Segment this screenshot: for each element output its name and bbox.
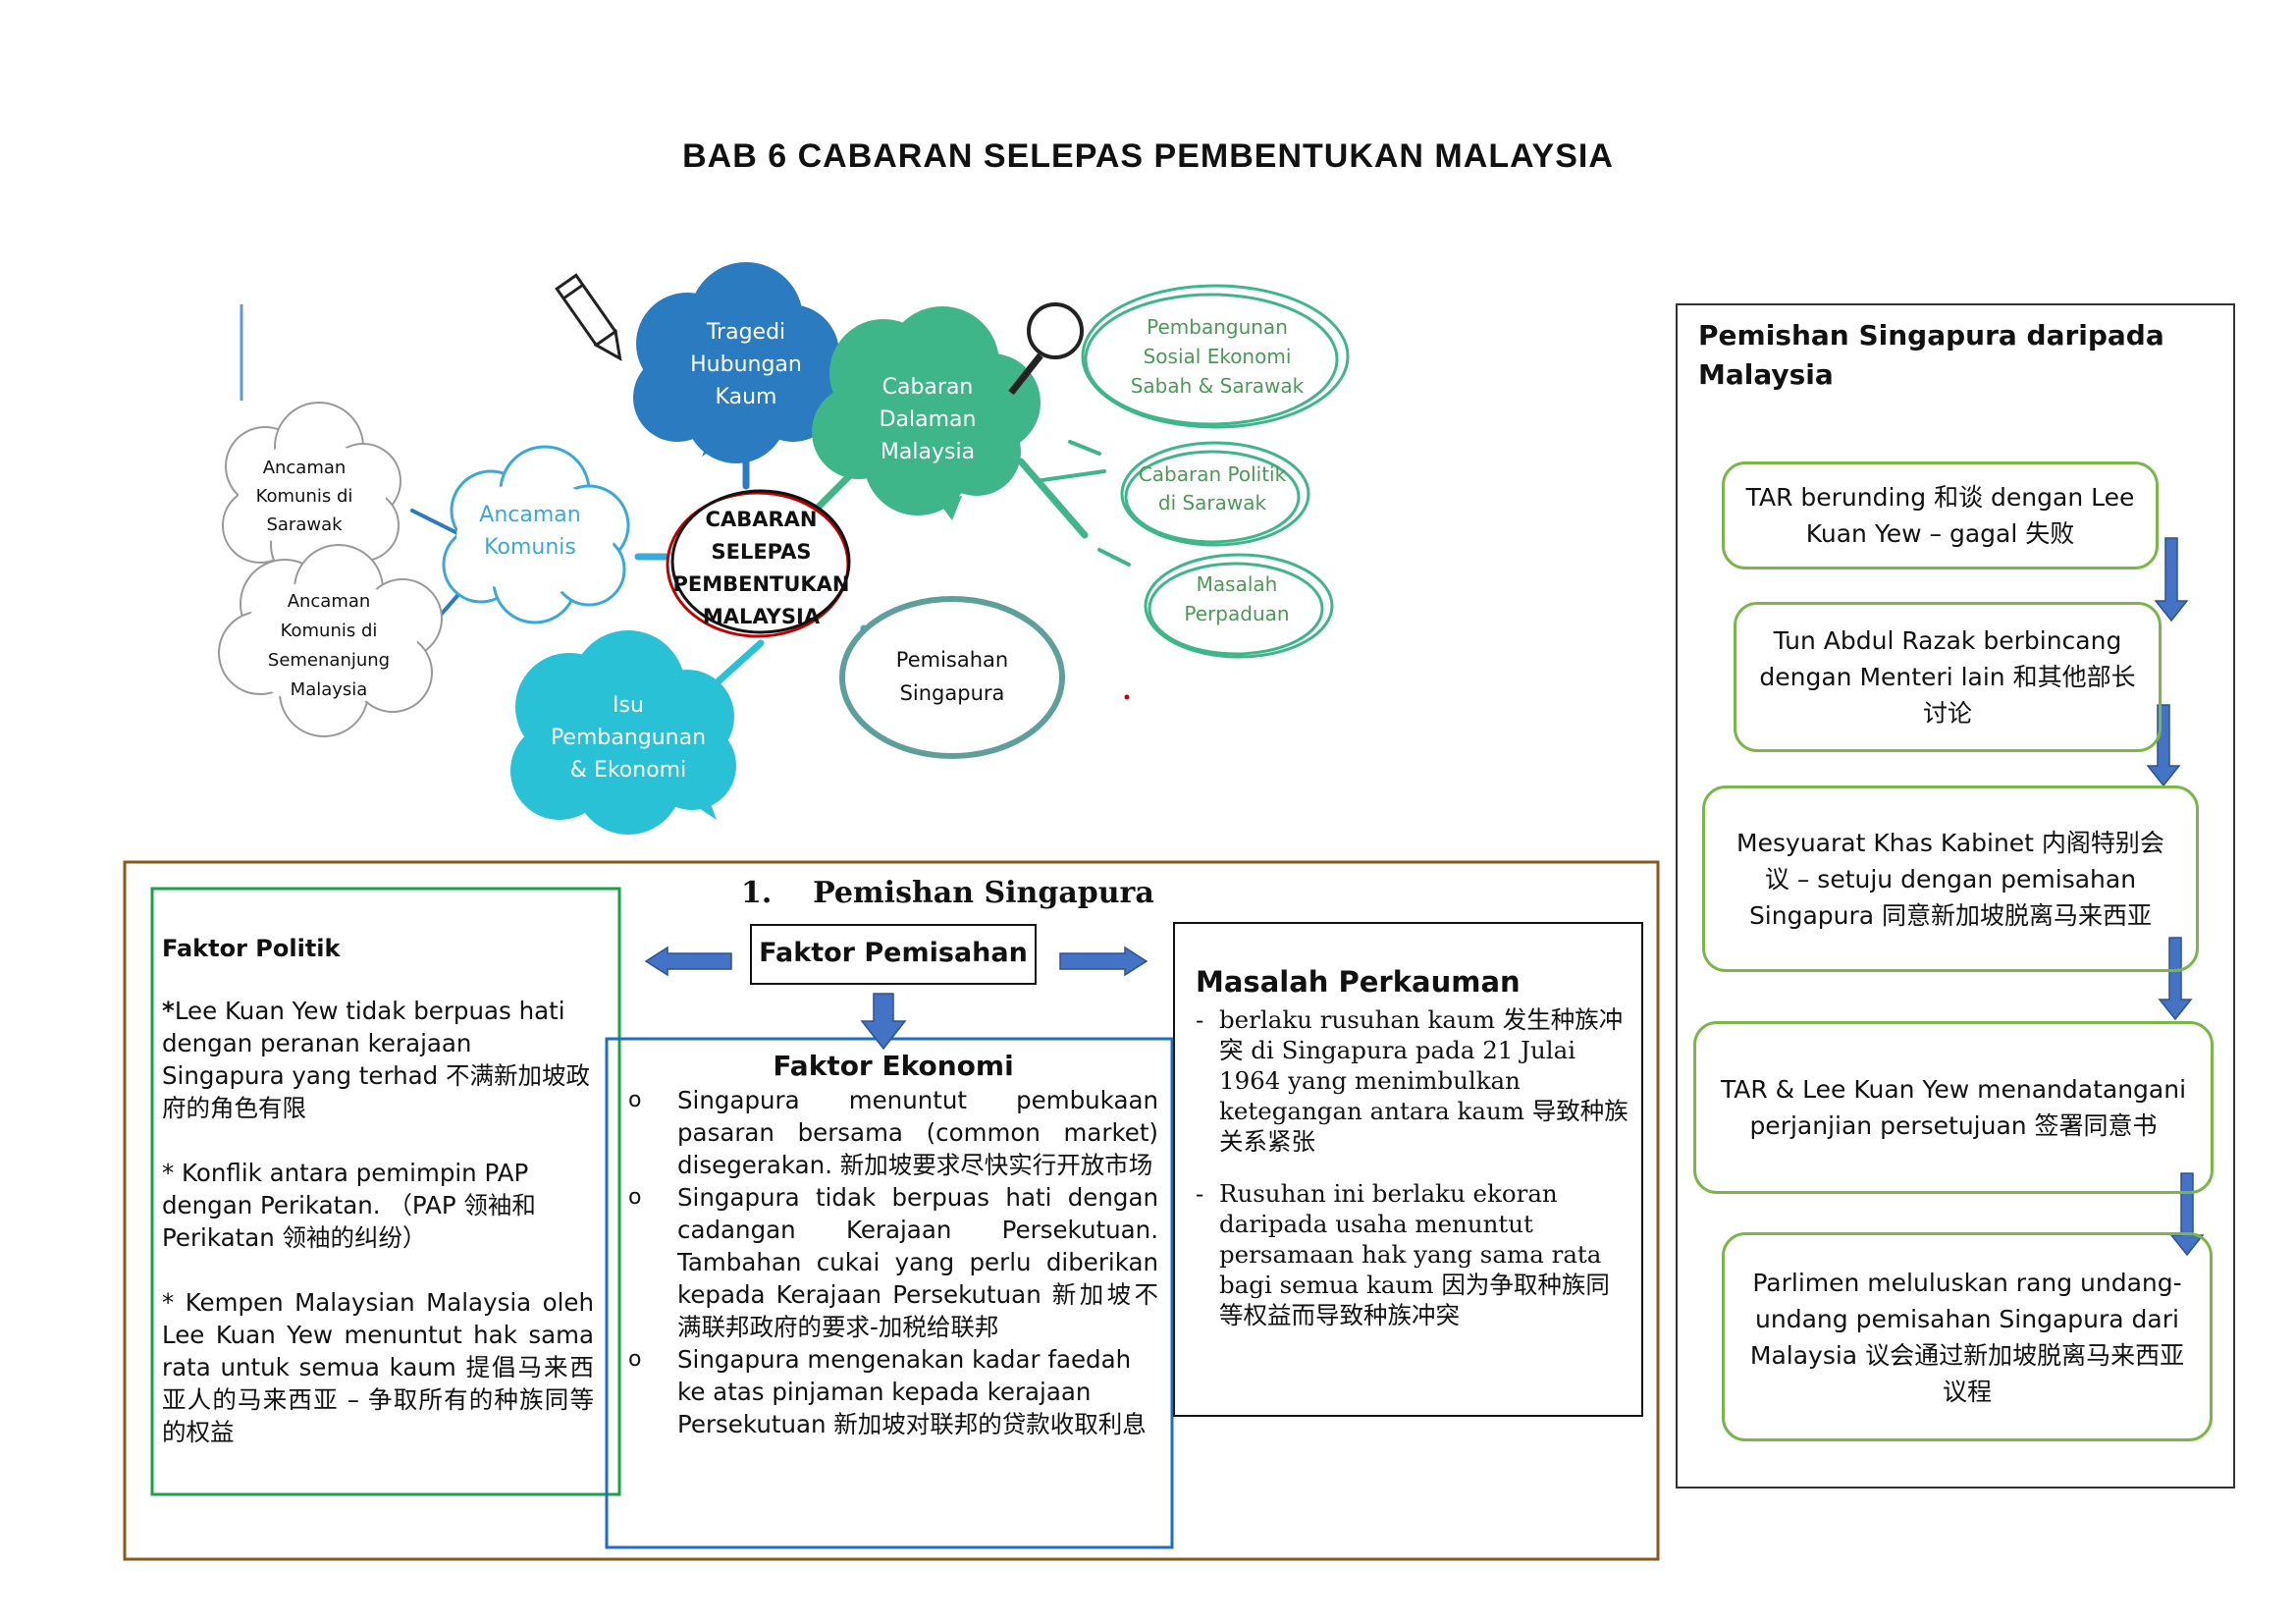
tragedi-cloud [633, 262, 839, 463]
perkauman-title: Masalah Perkauman [1196, 965, 1521, 999]
connector-isu [708, 639, 765, 691]
isu-cloud [510, 630, 736, 835]
arrow-down [860, 993, 907, 1051]
politik-point-2: * Konflik antara pemimpin PAP dengan Per… [162, 1159, 536, 1252]
red-dot [1124, 694, 1130, 700]
faktor-pemisahan-label: Faktor Pemisahan [759, 938, 1028, 968]
politik-point-3: * Kempen Malaysian Malaysia oleh Lee Kua… [162, 1288, 594, 1446]
ekonomi-title: Faktor Ekonomi [773, 1050, 1014, 1082]
politik-title: Faktor Politik [162, 935, 341, 962]
connector-sarawak [410, 509, 463, 537]
perkauman-panel: Masalah Perkauman -berlaku rusuhan kaum … [1196, 965, 1632, 1330]
connector-sabah [1068, 440, 1101, 456]
flow-title: Pemishan Singapura daripada Malaysia [1698, 319, 2164, 391]
page-title: BAB 6 CABARAN SELEPAS PEMBENTUKAN MALAYS… [682, 137, 1614, 175]
politik-sarawak-cloud [1120, 441, 1310, 547]
section-heading: 1. Pemishan Singapura [741, 876, 1154, 910]
sabah-cloud [1081, 284, 1350, 429]
connector-politik [1017, 458, 1089, 539]
ancaman-komunis-cloud [442, 445, 630, 624]
arrow-right [1059, 946, 1148, 977]
perpaduan-cloud [1144, 553, 1334, 659]
flow-panel-frame [1676, 303, 2235, 1489]
connector-perpaduan [1097, 548, 1131, 567]
politik-point-1: *Lee Kuan Yew tidak berpuas hati dengan … [162, 997, 590, 1122]
arrow-left [644, 946, 732, 977]
magnifier-icon [1008, 302, 1084, 396]
faktor-pemisahan-box [750, 924, 1037, 985]
komunis-semenanjung-cloud [218, 544, 443, 737]
komunis-sarawak-cloud [222, 402, 401, 587]
center-node [666, 489, 851, 638]
perkauman-item: -Rusuhan ini berlaku ekoran daripada usa… [1196, 1179, 1610, 1329]
flow-step-4: TAR & Lee Kuan Yew menandatangani perjan… [1693, 1021, 2214, 1194]
perkauman-item: -berlaku rusuhan kaum 发生种族冲突 di Singapur… [1196, 1005, 1629, 1156]
mind-map-connectors [410, 433, 1131, 691]
cabaran-dalaman-cloud [812, 306, 1041, 520]
pemisahan-cloud [839, 596, 1065, 759]
flow-step-1: TAR berunding 和谈 dengan Lee Kuan Yew – g… [1722, 461, 2159, 569]
flow-step-2: Tun Abdul Razak berbincang dengan Menter… [1734, 602, 2162, 752]
flow-step-3: Mesyuarat Khas Kabinet 内阁特别会议 – setuju d… [1702, 785, 2199, 972]
flow-step-5: Parlimen meluluskan rang undang-undang p… [1722, 1232, 2213, 1441]
perkauman-frame [1173, 922, 1643, 1417]
connector-politik-2 [1034, 469, 1106, 483]
politik-frame [150, 887, 621, 1496]
pencil-icon [555, 273, 622, 361]
section-frame [123, 860, 1660, 1561]
politik-panel: Faktor Politik *Lee Kuan Yew tidak berpu… [162, 933, 594, 1448]
connector-cabaran [811, 467, 858, 514]
